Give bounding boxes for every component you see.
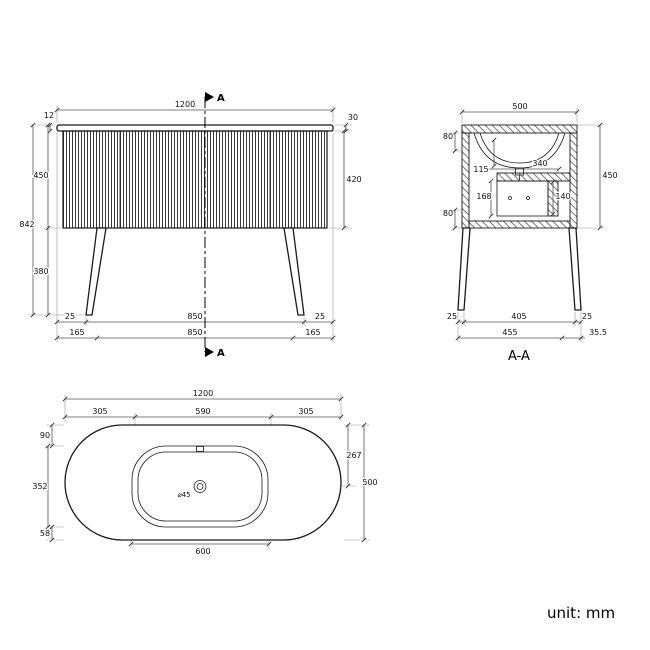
section-dim-leg-inset-left: 25 — [447, 312, 457, 321]
section-view-title: A-A — [508, 349, 530, 364]
section-bottom-panel-cut — [468, 220, 571, 229]
front-dim-base-span: 850 — [187, 328, 202, 337]
front-dim-width: 1200 — [175, 100, 195, 109]
front-dim-body-height: 450 — [33, 171, 48, 180]
plan-dim-sink-to-edge: 58 — [40, 529, 50, 538]
section-left-leg — [457, 227, 471, 311]
front-dim-overhang: 30 — [348, 113, 358, 122]
plan-dim-depth: 500 — [362, 478, 377, 487]
plan-dim-edge-to-sink: 90 — [40, 431, 50, 440]
front-view: A A 1200 12 450 842 380 30 420 25 850 25… — [18, 92, 363, 359]
front-body-curve-tangents — [119, 131, 271, 228]
section-dim-base-offset: 35.5 — [589, 328, 607, 337]
section-marker-top-label: A — [217, 93, 225, 104]
plan-view: 1200 305 590 305 90 352 58 267 500 600 ⌀… — [31, 388, 379, 558]
front-dim-counter-thickness: 12 — [44, 111, 54, 120]
plan-dim-right-offset: 305 — [298, 407, 313, 416]
plan-dim-bottom-width: 600 — [195, 547, 210, 556]
section-right-wall-cut — [569, 132, 578, 229]
plan-drain-diameter-label: ⌀45 — [177, 491, 190, 499]
plan-drain-inner-circle — [196, 483, 204, 490]
section-arrow-top-icon — [205, 92, 214, 102]
section-countertop-cut — [461, 124, 578, 134]
front-dim-base-right: 165 — [305, 328, 320, 337]
section-dim-drawer-width: 140 — [555, 192, 570, 201]
front-dim-total-height: 842 — [19, 220, 34, 229]
section-dim-rim-depth: 80 — [443, 132, 453, 141]
plan-dim-sink-length: 352 — [32, 482, 47, 491]
section-dim-base-span: 455 — [502, 328, 517, 337]
section-dim-leg-span: 405 — [511, 312, 526, 321]
section-dim-basin-depth: 115 — [473, 165, 488, 174]
plan-dim-sink-width: 590 — [195, 407, 210, 416]
front-fluted-body — [62, 130, 328, 229]
front-dim-leg-inset-right: 25 — [315, 312, 325, 321]
front-dim-leg-span: 850 — [187, 312, 202, 321]
section-left-wall-cut — [461, 132, 470, 229]
section-dim-width: 500 — [512, 102, 527, 111]
section-fixing-dot-left — [508, 196, 512, 200]
unit-label: unit: mm — [547, 604, 615, 622]
section-basin-inner — [479, 132, 560, 164]
section-view: 500 80 115 340 168 140 80 450 25 405 25 … — [442, 101, 619, 364]
plan-sink-inner-rim — [137, 451, 263, 522]
plan-dim-left-offset: 305 — [92, 407, 107, 416]
front-dim-base-left: 165 — [69, 328, 84, 337]
front-dim-leg-inset-left: 25 — [65, 312, 75, 321]
front-right-leg — [283, 227, 305, 316]
plan-dim-width: 1200 — [193, 389, 213, 398]
plan-drain-outer-circle — [193, 480, 207, 493]
plan-overflow-mark — [196, 446, 204, 452]
section-right-leg — [568, 227, 582, 311]
section-dim-base-depth: 80 — [443, 209, 453, 218]
section-extension-lines — [451, 108, 604, 342]
front-dimension-lines — [32, 109, 347, 339]
front-dimension-ticks — [30, 107, 349, 341]
section-shelf-cut — [496, 172, 571, 182]
plan-dimension-ticks — [45, 396, 367, 547]
plan-sink-outer-rim — [131, 445, 269, 528]
front-countertop — [56, 124, 334, 132]
front-dim-leg-height: 380 — [33, 267, 48, 276]
section-divider-cut — [547, 180, 559, 217]
section-arrow-bottom-icon — [205, 347, 214, 357]
front-dim-panel-height: 420 — [346, 175, 361, 184]
plan-dim-edge-to-drain: 267 — [346, 451, 361, 460]
section-marker-bottom-label: A — [217, 348, 225, 359]
section-fixing-dot-right — [526, 196, 530, 200]
plan-countertop-outline — [64, 424, 342, 541]
front-left-leg — [85, 227, 107, 316]
section-dim-drawer-height: 168 — [476, 192, 491, 201]
section-drawer-box — [496, 180, 549, 217]
section-dim-basin-width: 340 — [532, 159, 547, 168]
section-dim-leg-inset-right: 25 — [582, 312, 592, 321]
section-dim-height: 450 — [602, 171, 617, 180]
plan-dimension-lines — [47, 398, 365, 545]
